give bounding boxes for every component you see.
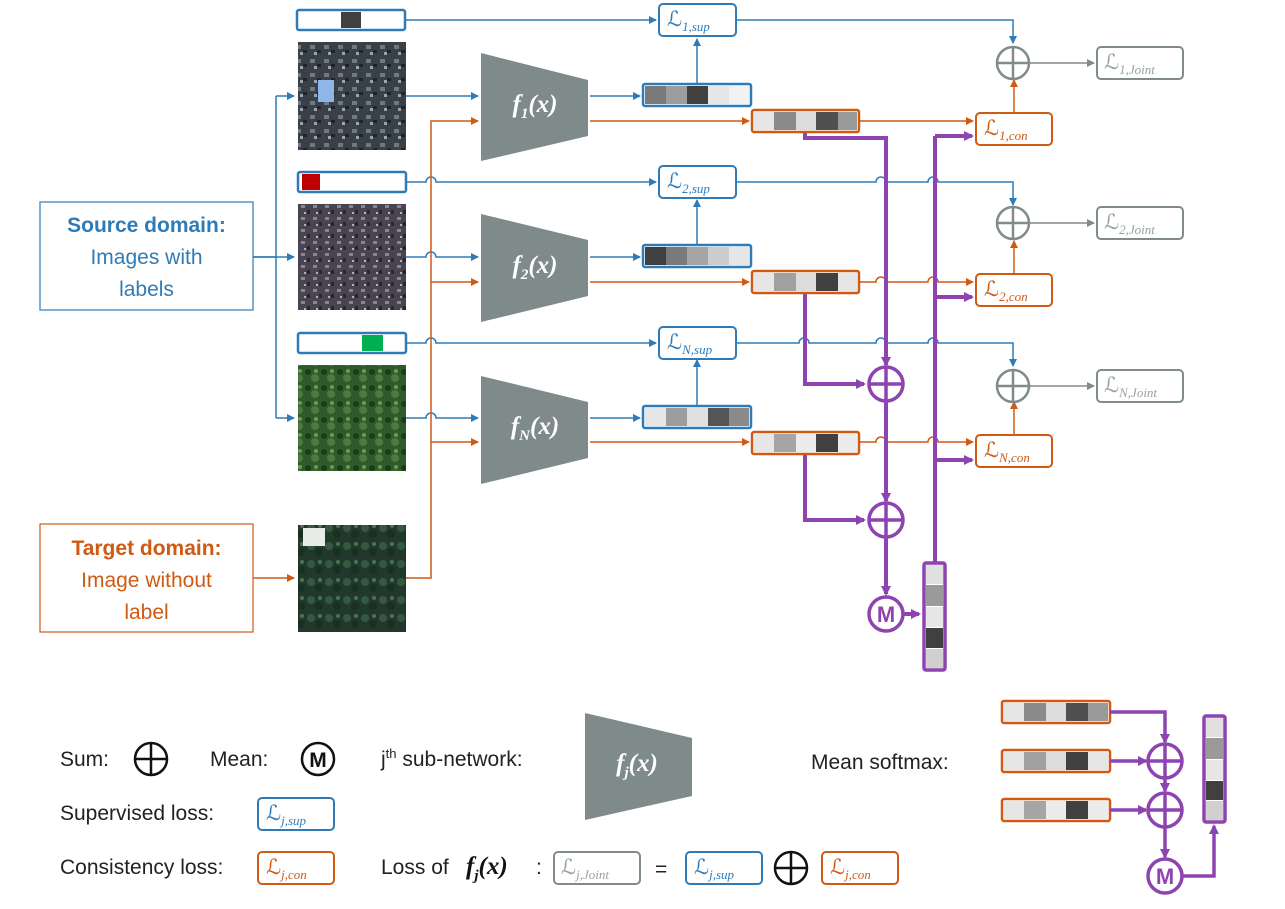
legend: Sum: Mean: M jth sub-network: fj(x) Mean…	[60, 699, 1227, 895]
source-image-3	[298, 365, 406, 471]
loss-joint-n: ℒN,Joint	[1096, 369, 1184, 403]
loss-sup-n: ℒN,sup	[658, 326, 737, 360]
source-image-1	[298, 42, 406, 150]
joint-sum-node-2	[995, 205, 1031, 241]
svg-text:fN(x): fN(x)	[511, 413, 559, 444]
sum-node-1	[867, 365, 905, 403]
svg-text:ℒN,sup: ℒN,sup	[667, 330, 713, 357]
target-title: Target domain:	[71, 537, 221, 560]
loss-sup-2: ℒ2,sup	[658, 165, 737, 199]
svg-text:ℒ2,Joint: ℒ2,Joint	[1104, 210, 1155, 237]
svg-text:f1(x): f1(x)	[513, 91, 558, 122]
gray-sum-nodes	[995, 45, 1031, 404]
legend-mean-label: Mean:	[210, 748, 268, 771]
svg-text:ℒ1,con: ℒ1,con	[984, 116, 1028, 143]
softmax-sup-2	[641, 243, 753, 269]
target-image-highlight	[303, 528, 325, 546]
svg-text:ℒN,Joint: ℒN,Joint	[1104, 373, 1157, 400]
source-title: Source domain:	[67, 214, 226, 237]
label-vector-2	[296, 170, 408, 194]
svg-text:ℒj,con: ℒj,con	[266, 855, 307, 882]
loss-con-2: ℒ2,con	[975, 273, 1053, 307]
legend-sup-box: ℒj,sup	[257, 797, 335, 831]
legend-sup-box-2: ℒj,sup	[685, 851, 763, 885]
legend-network-fj: fj(x)	[585, 713, 692, 820]
source-domain-box: Source domain: Images with labels	[39, 201, 254, 311]
loss-joint-1: ℒ1,Joint	[1096, 46, 1184, 80]
mean-node-label: M	[877, 602, 895, 627]
legend-supervised-label: Supervised loss:	[60, 802, 214, 825]
source-line2: labels	[119, 278, 174, 301]
legend-joint-box: ℒj,Joint	[553, 851, 641, 885]
svg-text:ℒ2,con: ℒ2,con	[984, 277, 1028, 304]
network-fn: fN(x)	[481, 376, 588, 484]
legend-loss-of-label: Loss of	[381, 856, 449, 879]
target-arrows	[253, 79, 1018, 582]
legend-equals: =	[655, 858, 667, 881]
softmax-con-2	[750, 269, 861, 295]
legend-softmax-c	[1000, 797, 1112, 823]
svg-text:ℒ1,sup: ℒ1,sup	[667, 7, 710, 34]
legend-con-box-2: ℒj,con	[821, 851, 899, 885]
loss-con-1: ℒ1,con	[975, 112, 1053, 146]
joint-sum-node-1	[995, 45, 1031, 81]
label-vector-1	[295, 8, 407, 32]
label-vector-n	[296, 331, 408, 355]
target-line1: Image without	[81, 569, 212, 592]
softmax-sup-n	[641, 404, 753, 430]
mean-vector	[922, 561, 947, 672]
svg-text:ℒj,sup: ℒj,sup	[266, 801, 307, 828]
image-1-blue-patch	[318, 80, 334, 102]
loss-joint-2: ℒ2,Joint	[1096, 206, 1184, 240]
sum-node-2	[867, 501, 905, 539]
softmax-con-n	[750, 430, 861, 456]
loss-sup-1: ℒ1,sup	[658, 3, 737, 37]
legend-colon: :	[536, 856, 542, 879]
mean-node: M	[867, 595, 905, 633]
softmax-sup-1	[641, 82, 753, 108]
legend-softmax-b	[1000, 748, 1112, 774]
network-f2: f2(x)	[481, 214, 588, 322]
svg-text:fj(x): fj(x)	[616, 750, 658, 781]
legend-sum-icon	[133, 741, 169, 777]
source-line1: Images with	[90, 246, 202, 269]
svg-text:ℒ1,Joint: ℒ1,Joint	[1104, 50, 1155, 77]
legend-softmax-a	[1000, 699, 1112, 725]
legend-jth-label: jth sub-network:	[380, 746, 523, 771]
legend-loss-of-fj: fj(x)	[466, 853, 508, 884]
svg-text:ℒ2,sup: ℒ2,sup	[667, 169, 710, 196]
svg-text:ℒj,Joint: ℒj,Joint	[561, 855, 609, 882]
svg-text:ℒN,con: ℒN,con	[984, 438, 1030, 465]
joint-arrows	[1030, 59, 1095, 390]
legend-mean-softmax-diagram: M	[1000, 699, 1227, 895]
svg-text:M: M	[1156, 864, 1174, 889]
target-line2: label	[124, 601, 168, 624]
legend-con-box: ℒj,con	[257, 851, 335, 885]
legend-consistency-label: Consistency loss:	[60, 856, 223, 879]
source-image-2	[298, 204, 406, 310]
target-domain-box: Target domain: Image without label	[39, 523, 254, 633]
svg-text:ℒj,sup: ℒj,sup	[694, 855, 735, 882]
legend-mean-icon: M	[300, 741, 336, 777]
loss-con-n: ℒN,con	[975, 434, 1053, 468]
mean-path	[803, 131, 974, 619]
legend-mean-vector	[1202, 714, 1227, 824]
source-input-arrows	[253, 16, 1017, 422]
softmax-con-1	[750, 108, 861, 134]
legend-plus-icon	[773, 850, 809, 886]
svg-text:f2(x): f2(x)	[513, 252, 558, 283]
legend-mean-softmax-label: Mean softmax:	[811, 751, 949, 774]
svg-text:M: M	[309, 749, 327, 772]
legend-sum-label: Sum:	[60, 748, 109, 771]
joint-sum-node-n	[995, 368, 1031, 404]
svg-text:ℒj,con: ℒj,con	[830, 855, 871, 882]
loss-boxes: ℒ1,sup ℒ2,sup ℒN,sup ℒ1,con ℒ2,con ℒN,co…	[658, 3, 1184, 468]
network-f1: f1(x)	[481, 53, 588, 161]
purple-sum-nodes	[867, 365, 905, 539]
